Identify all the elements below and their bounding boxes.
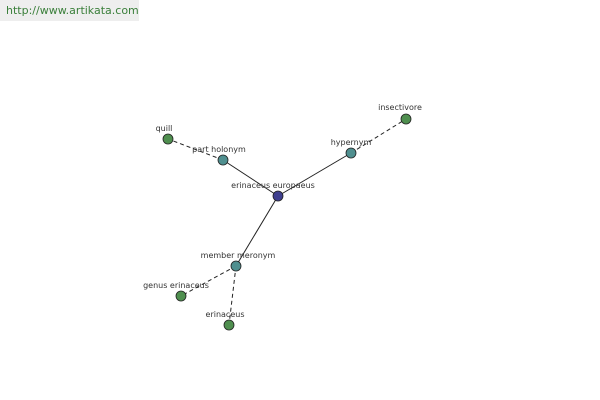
label-insectivore[interactable]: insectivore (378, 103, 422, 112)
edge-part-holonym-to-quill (167, 138, 224, 161)
label-genus-erinaceus[interactable]: genus erinaceus (143, 281, 209, 290)
watermark-url[interactable]: http://www.artikata.com (0, 0, 139, 21)
label-erinaceus[interactable]: erinaceus (206, 310, 245, 319)
node-center[interactable] (272, 190, 284, 202)
edge-center-to-hypernym (277, 152, 352, 197)
edge-member-meronym-to-genus-erinaceus (180, 265, 237, 297)
node-part-holonym[interactable] (217, 154, 229, 166)
label-member-meronym[interactable]: member meronym (201, 251, 276, 260)
edge-member-meronym-to-erinaceus (228, 265, 237, 326)
label-quill[interactable]: quill (156, 124, 173, 133)
graph-edges (167, 118, 407, 326)
node-erinaceus[interactable] (223, 319, 235, 331)
node-hypernym[interactable] (345, 147, 357, 159)
node-quill[interactable] (162, 133, 174, 145)
label-center[interactable]: erinaceus europaeus (231, 181, 315, 190)
edge-center-to-member-meronym (235, 195, 279, 267)
label-part-holonym[interactable]: part holonym (192, 145, 246, 154)
node-member-meronym[interactable] (230, 260, 242, 272)
node-genus-erinaceus[interactable] (175, 290, 187, 302)
edge-hypernym-to-insectivore (350, 118, 407, 154)
label-hypernym[interactable]: hypernym (331, 138, 372, 147)
graph-labels: erinaceus europaeus part holonym hypernym m… (143, 103, 422, 319)
edge-center-to-part-holonym (222, 159, 279, 197)
node-insectivore[interactable] (400, 113, 412, 125)
graph-nodes (162, 113, 412, 331)
